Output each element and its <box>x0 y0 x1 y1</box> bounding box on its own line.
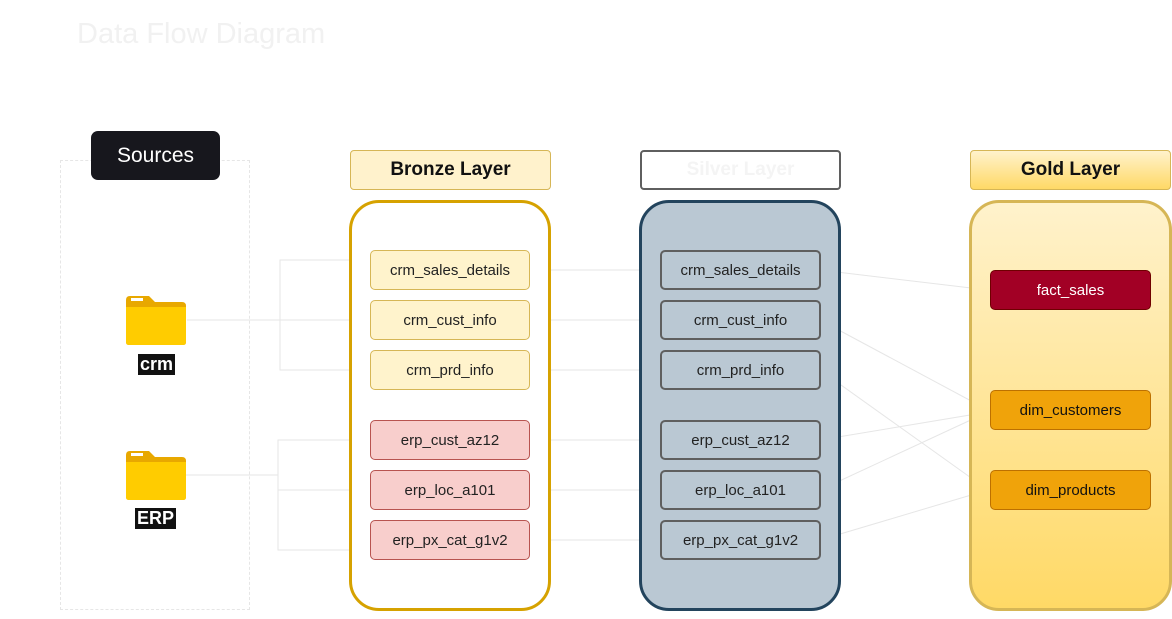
connector-silver-gold <box>819 269 989 293</box>
bronze-layer-header: Bronze Layer <box>350 150 551 190</box>
bronze-table[interactable]: erp_loc_a101 <box>370 470 530 510</box>
silver-table[interactable]: crm_prd_info <box>660 350 821 390</box>
bronze-table[interactable]: erp_px_cat_g1v2 <box>370 520 530 560</box>
sources-frame <box>60 160 250 610</box>
silver-table[interactable]: crm_sales_details <box>660 250 821 290</box>
bronze-table[interactable]: crm_cust_info <box>370 300 530 340</box>
silver-table[interactable]: erp_loc_a101 <box>660 470 821 510</box>
erp-folder[interactable] <box>125 449 187 506</box>
connector-silver-gold <box>819 319 989 411</box>
connector-erp-bronze <box>277 490 369 554</box>
silver-table[interactable]: erp_px_cat_g1v2 <box>660 520 821 560</box>
bronze-table[interactable]: crm_sales_details <box>370 250 530 290</box>
connector-crm-bronze <box>279 320 369 374</box>
diagram-title: Data Flow Diagram <box>77 18 326 50</box>
folder-icon <box>126 451 186 500</box>
connector-silver-gold <box>819 411 989 491</box>
source-label-erp: ERP <box>135 508 177 529</box>
gold-table-dim-products[interactable]: dim_products <box>990 470 1151 510</box>
silver-table[interactable]: crm_cust_info <box>660 300 821 340</box>
connector-erp-bronze <box>185 436 369 476</box>
sources-header: Sources <box>91 131 220 180</box>
source-label-crm: crm <box>138 354 176 375</box>
connector-silver-gold <box>819 488 989 541</box>
bronze-table[interactable]: erp_cust_az12 <box>370 420 530 460</box>
silver-layer-header: Silver Layer <box>640 150 841 190</box>
gold-table-fact-sales[interactable]: fact_sales <box>990 270 1151 310</box>
gold-table-dim-customers[interactable]: dim_customers <box>990 390 1151 430</box>
gold-layer-header: Gold Layer <box>970 150 1171 190</box>
crm-folder[interactable] <box>125 294 187 351</box>
connector-silver-gold <box>819 409 989 441</box>
folder-icon <box>126 296 186 345</box>
connector-crm-bronze <box>187 256 369 321</box>
connector-silver-gold <box>819 369 989 491</box>
bronze-table[interactable]: crm_prd_info <box>370 350 530 390</box>
silver-table[interactable]: erp_cust_az12 <box>660 420 821 460</box>
